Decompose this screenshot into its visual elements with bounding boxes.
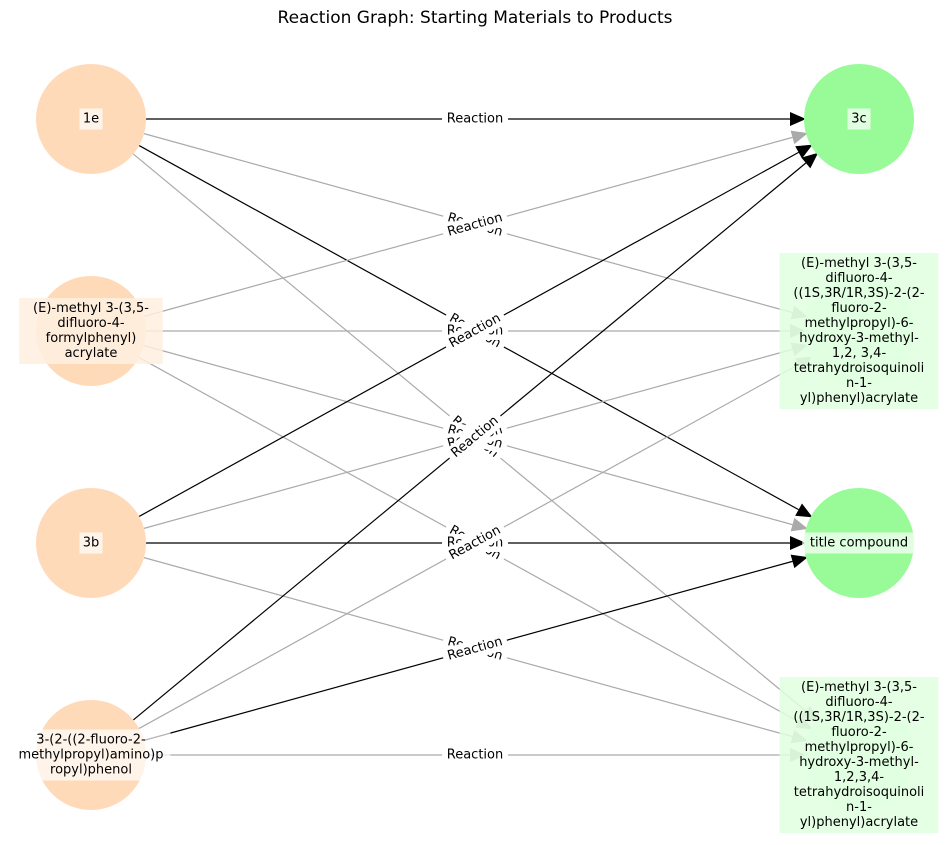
node-label-line: 1e xyxy=(83,112,99,127)
arrowhead-icon xyxy=(795,503,813,518)
diagram-title: Reaction Graph: Starting Materials to Pr… xyxy=(277,8,673,28)
node-label-line: tetrahydroisoquinoli xyxy=(794,785,925,800)
node-label-line: (E)-methyl 3-(3,5- xyxy=(801,256,917,271)
node-label-line: acrylate xyxy=(65,346,118,361)
node-label-line: ((1S,3R/1R,3S)-2-(2- xyxy=(793,286,925,301)
node-label-bg xyxy=(11,729,171,781)
node-label-line: tetrahydroisoquinoli xyxy=(794,361,925,376)
edge-label-text: Reaction xyxy=(447,112,503,127)
node-label-bg xyxy=(802,532,916,554)
node-label-bg xyxy=(779,677,939,833)
node-label-line: title compound xyxy=(810,536,908,551)
node-label-line: methylpropyl)-6- xyxy=(805,316,914,331)
edge-label-bg xyxy=(443,409,507,465)
reactant-label-2: (E)-methyl 3-(3,5-difluoro-4-formylpheny… xyxy=(19,298,163,364)
node-label-line: 1,2,3,4- xyxy=(834,770,884,785)
node-label-bg xyxy=(19,298,163,364)
node-label-line: n-1- xyxy=(846,800,872,815)
edge-label: Reaction xyxy=(442,110,508,128)
arrowhead-icon xyxy=(790,517,808,532)
node-label-line: fluoro-2- xyxy=(831,301,887,316)
node-label-line: ropyl)phenol xyxy=(50,763,132,778)
reactant-label-3: 3b xyxy=(79,532,103,554)
edge-labels-layer: ReactionReactionReactionReactionReaction… xyxy=(440,110,510,764)
node-label-line: 3b xyxy=(83,536,100,551)
node-label-line: yl)phenyl)acrylate xyxy=(800,815,918,830)
node-labels-layer: 1e(E)-methyl 3-(3,5-difluoro-4-formylphe… xyxy=(11,108,939,833)
arrowhead-icon xyxy=(790,554,808,569)
edge-label-bg xyxy=(441,519,509,567)
node-label-bg xyxy=(79,108,103,130)
node-label-line: difluoro-4- xyxy=(57,316,124,331)
node-label-bg xyxy=(79,532,103,554)
node-label-line: formylphenyl) xyxy=(46,331,137,346)
product-label-1: 3c xyxy=(847,108,871,130)
edge-label-bg xyxy=(442,746,508,764)
product-label-4: (E)-methyl 3-(3,5-difluoro-4-((1S,3R/1R,… xyxy=(779,677,939,833)
node-label-line: methylpropyl)-6- xyxy=(805,740,914,755)
arrowhead-icon xyxy=(801,152,819,169)
arrowhead-icon xyxy=(790,130,808,145)
node-label-bg xyxy=(847,108,871,130)
node-label-line: 3-(2-((2-fluoro-2- xyxy=(36,733,146,748)
node-label-line: (E)-methyl 3-(3,5- xyxy=(33,301,149,316)
node-label-line: (E)-methyl 3-(3,5- xyxy=(801,680,917,695)
node-label-line: ((1S,3R/1R,3S)-2-(2- xyxy=(793,710,925,725)
node-label-line: yl)phenyl)acrylate xyxy=(800,391,918,406)
product-label-3: title compound xyxy=(802,532,916,554)
edge-label-bg xyxy=(441,307,509,355)
edge-label: Reaction xyxy=(442,746,508,764)
edge-label-bg xyxy=(442,110,508,128)
edge-label-text: Reaction xyxy=(447,748,503,763)
node-label-line: methylpropyl)amino)p xyxy=(19,748,164,763)
reactant-label-1: 1e xyxy=(79,108,103,130)
reactant-label-4: 3-(2-((2-fluoro-2-methylpropyl)amino)pro… xyxy=(11,729,171,781)
node-label-line: 3c xyxy=(851,112,866,127)
node-label-line: fluoro-2- xyxy=(831,725,887,740)
arrowhead-icon xyxy=(790,112,806,126)
node-label-line: hydroxy-3-methyl- xyxy=(799,755,919,770)
arrowhead-icon xyxy=(790,536,806,550)
arrowhead-icon xyxy=(795,144,813,159)
edge-label-bg xyxy=(440,207,510,243)
edge-label-bg xyxy=(440,631,510,667)
node-label-bg xyxy=(779,253,939,409)
node-label-line: 1,2, 3,4- xyxy=(832,346,887,361)
node-label-line: difluoro-4- xyxy=(825,271,892,286)
node-label-line: difluoro-4- xyxy=(825,695,892,710)
node-label-line: hydroxy-3-methyl- xyxy=(799,331,919,346)
product-label-2: (E)-methyl 3-(3,5-difluoro-4-((1S,3R/1R,… xyxy=(779,253,939,409)
node-label-line: n-1- xyxy=(846,376,872,391)
